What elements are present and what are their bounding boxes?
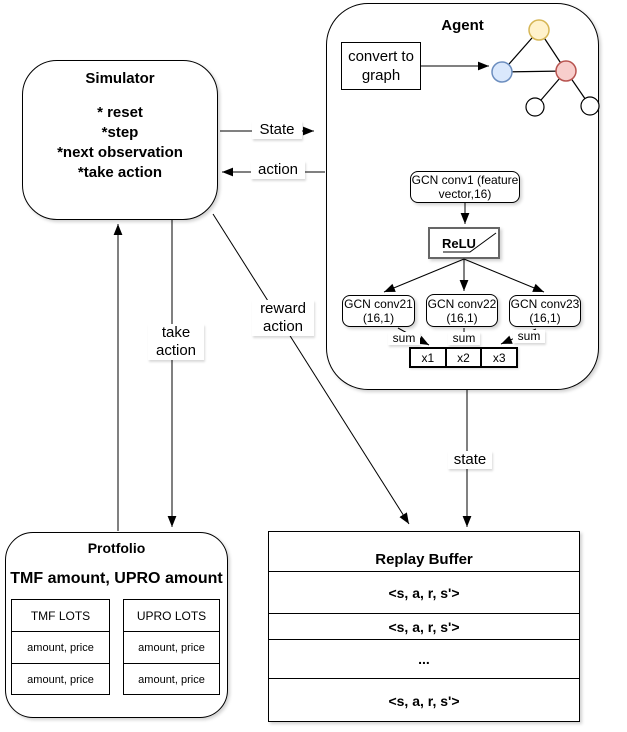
simulator-title: Simulator — [85, 70, 155, 87]
output-x3-cell: x3 — [492, 350, 506, 365]
output-vector-table: x1 x2 x3 — [409, 347, 518, 368]
gcn-conv22-shape: (16,1) — [446, 310, 478, 325]
action-label: action — [251, 161, 305, 179]
replay-buffer-title: Replay Buffer — [375, 551, 473, 568]
gcn-conv22-box: GCN conv22 (16,1) — [426, 294, 498, 327]
tmf-lot-row: amount, price — [12, 631, 109, 663]
simulator-method-take-action: *take action — [77, 164, 163, 181]
replay-buffer-row: ... — [269, 639, 579, 678]
output-x2-cell: x2 — [447, 349, 483, 366]
simulator-method-reset: * reset — [97, 104, 143, 121]
simulator-method-step: *step — [101, 124, 139, 141]
gcn-conv22-name: GCN conv22 — [427, 296, 497, 311]
portfolio-title: Protfolio — [87, 540, 146, 556]
tmf-lots-table: TMF LOTS amount, price amount, price — [11, 599, 110, 695]
sum-right-label: sum — [513, 330, 545, 343]
gcn-conv21-box: GCN conv21 (16,1) — [342, 295, 415, 327]
replay-buffer-box: Replay Buffer <s, a, r, s'> <s, a, r, s'… — [268, 531, 580, 722]
agent-title: Agent — [441, 17, 484, 34]
upro-lot-row: amount, price — [124, 631, 219, 663]
sum-middle-label: sum — [448, 332, 480, 345]
state-upper-label: State — [252, 121, 302, 139]
simulator-box: Simulator * reset *step *next observatio… — [22, 60, 218, 220]
state-lower-label: state — [448, 451, 492, 469]
reward-action-label: reward action — [252, 300, 314, 336]
gcn-conv1-label: GCN conv1 (feature vector,16) — [411, 173, 519, 201]
gcn-conv23-name: GCN conv23 — [510, 297, 580, 311]
tmf-lots-header: TMF LOTS — [30, 608, 91, 623]
replay-buffer-row: <s, a, r, s'> — [269, 678, 579, 722]
output-x1-cell: x1 — [411, 349, 447, 366]
take-action-label: take action — [148, 324, 204, 360]
gcn-conv1-box: GCN conv1 (feature vector,16) — [410, 171, 520, 203]
upro-lots-table: UPRO LOTS amount, price amount, price — [123, 599, 220, 695]
replay-buffer-row: <s, a, r, s'> — [269, 571, 579, 613]
sum-left-label: sum — [388, 332, 420, 345]
gcn-conv21-shape: (16,1) — [362, 311, 395, 325]
upro-lots-header: UPRO LOTS — [136, 608, 207, 623]
gcn-conv21-name: GCN conv21 — [344, 297, 413, 311]
gcn-conv23-box: GCN conv23 (16,1) — [509, 295, 581, 327]
convert-to-graph-label: convert to graph — [348, 48, 414, 84]
upro-lot-row: amount, price — [124, 663, 219, 695]
tmf-lot-row: amount, price — [12, 663, 109, 695]
replay-buffer-row: <s, a, r, s'> — [269, 613, 579, 639]
simulator-method-next-observation: *next observation — [57, 144, 183, 161]
simulator-method-list: * reset *step *next observation *take ac… — [23, 103, 217, 183]
portfolio-subtitle: TMF amount, UPRO amount — [10, 570, 223, 587]
relu-label: ReLU — [442, 235, 476, 251]
gcn-conv23-shape: (16,1) — [529, 311, 561, 325]
convert-to-graph-box: convert to graph — [341, 42, 421, 90]
relu-box: ReLU — [428, 227, 500, 259]
